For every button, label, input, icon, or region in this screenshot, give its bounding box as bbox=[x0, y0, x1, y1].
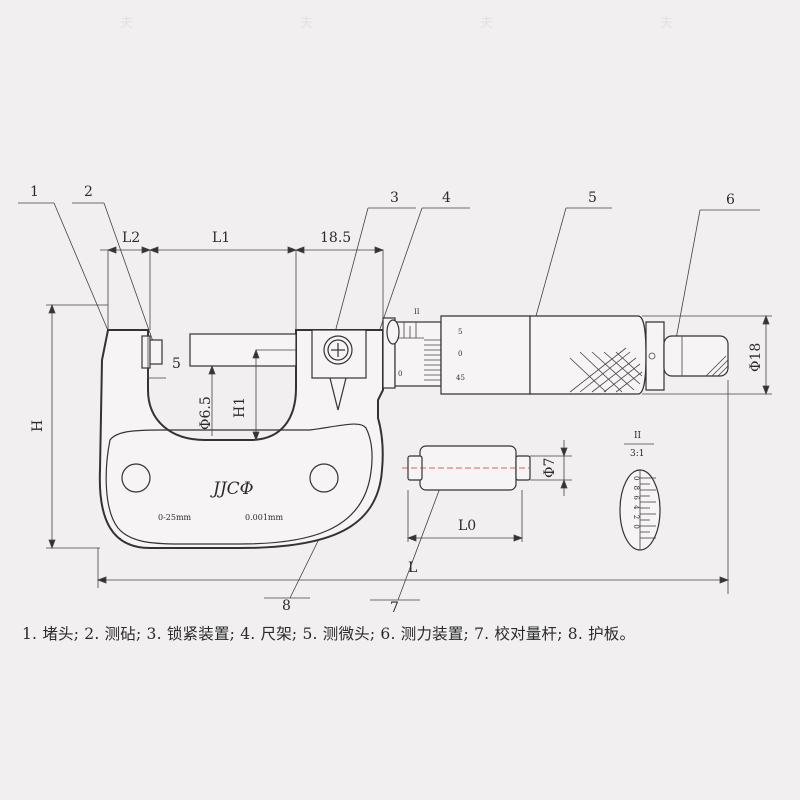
sleeve-mark-45: 45 bbox=[456, 374, 465, 382]
part-label-1: 1 bbox=[30, 184, 39, 200]
figure-caption: 1. 堵头; 2. 测砧; 3. 锁紧装置; 4. 尺架; 5. 测微头; 6.… bbox=[22, 625, 636, 643]
part-label-3: 3 bbox=[390, 190, 399, 206]
part-label-2: 2 bbox=[84, 184, 93, 200]
frame bbox=[98, 329, 384, 549]
dim-L0: L0 bbox=[458, 518, 476, 534]
dim-L1: L1 bbox=[212, 230, 230, 246]
dim-5: 5 bbox=[172, 356, 181, 372]
detail-label: II bbox=[634, 431, 642, 441]
range-text: 0-25mm bbox=[158, 513, 192, 522]
dim-H1: H1 bbox=[232, 397, 248, 418]
dim-L2: L2 bbox=[122, 230, 140, 246]
detail-digits: 0 8 6 4 2 0 bbox=[632, 476, 640, 530]
dim-L-lines bbox=[96, 380, 730, 594]
sleeve-mark-0b: 0 bbox=[398, 370, 402, 378]
dim-L0-phi7-lines bbox=[406, 440, 572, 542]
brand-logo: JJCΦ bbox=[210, 479, 254, 499]
anvil bbox=[141, 335, 163, 369]
part-label-5: 5 bbox=[588, 190, 597, 206]
part-label-7: 7 bbox=[390, 600, 399, 616]
sleeve-mark-5: 5 bbox=[458, 328, 462, 336]
dim-phi18-lines bbox=[642, 314, 772, 396]
dim-phi18: Φ18 bbox=[748, 343, 764, 372]
part-label-6: 6 bbox=[726, 192, 735, 208]
dim-phi7: Φ7 bbox=[542, 458, 558, 478]
part-label-4: 4 bbox=[442, 190, 451, 206]
dim-H-lines bbox=[46, 303, 108, 550]
dim-L: L bbox=[408, 560, 417, 576]
spindle bbox=[147, 330, 297, 379]
detail-view bbox=[619, 443, 661, 551]
dim-H: H bbox=[30, 420, 46, 432]
top-dimensions bbox=[100, 246, 385, 330]
detail-ratio: 3:1 bbox=[630, 449, 644, 459]
sleeve-mark-0: 0 bbox=[458, 350, 462, 358]
dim-inner-lines bbox=[208, 348, 296, 442]
setting-rod bbox=[402, 445, 531, 491]
part-label-8: 8 bbox=[282, 598, 291, 614]
sleeve-mark-ii: II bbox=[414, 308, 420, 316]
lock-device bbox=[311, 329, 367, 411]
resolution-text: 0.001mm bbox=[245, 513, 283, 522]
ratchet bbox=[645, 321, 729, 391]
dim-phi6-5: Φ6.5 bbox=[198, 396, 214, 430]
micrometer-head bbox=[382, 315, 647, 395]
dim-18-5: 18.5 bbox=[320, 230, 351, 246]
